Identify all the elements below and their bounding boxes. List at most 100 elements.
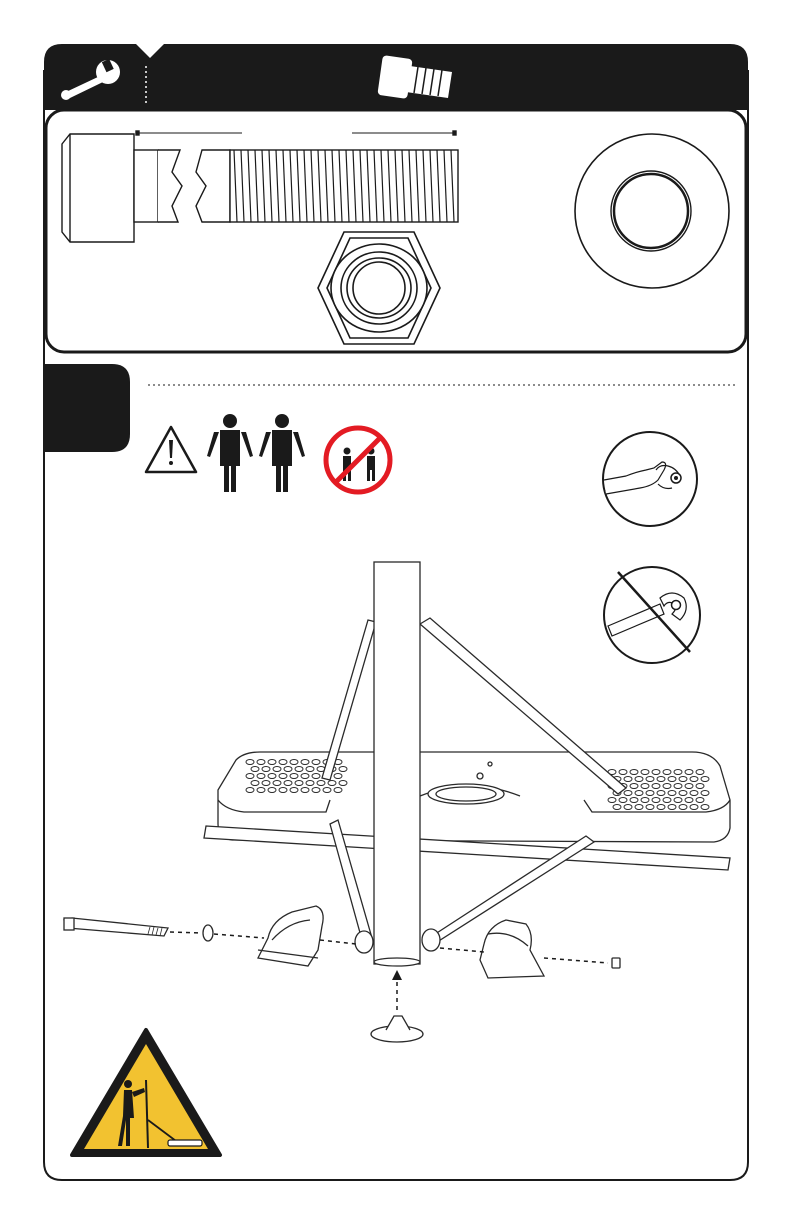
base-grip-dot bbox=[619, 770, 627, 775]
tip-over-hazard-icon bbox=[72, 1030, 220, 1155]
base-grip-dot bbox=[251, 781, 259, 786]
base-grip-dot bbox=[635, 791, 643, 796]
base-grip-dot bbox=[674, 784, 682, 789]
base-grip-dot bbox=[317, 781, 325, 786]
base-grip-dot bbox=[641, 784, 649, 789]
base-grip-dot bbox=[268, 760, 276, 765]
base-grip-dot bbox=[613, 805, 621, 810]
person-icon bbox=[207, 414, 253, 492]
base-grip-dot bbox=[290, 774, 298, 779]
base-grip-dot bbox=[624, 777, 632, 782]
base-grip-dot bbox=[646, 805, 654, 810]
base-grip-dot bbox=[668, 805, 676, 810]
person-icon bbox=[259, 414, 305, 492]
no-children-icon bbox=[326, 428, 390, 492]
base-grip-dot bbox=[696, 784, 704, 789]
base-grip-dot bbox=[696, 798, 704, 803]
base-grip-dot bbox=[268, 788, 276, 793]
base-grip-dot bbox=[663, 770, 671, 775]
base-grip-dot bbox=[246, 774, 254, 779]
base-grip-dot bbox=[334, 788, 342, 793]
base-grip-dot bbox=[690, 791, 698, 796]
base-grip-dot bbox=[279, 760, 287, 765]
base-grip-dot bbox=[273, 781, 281, 786]
base-grip-dot bbox=[268, 774, 276, 779]
base-grip-dot bbox=[641, 770, 649, 775]
base-grip-dot bbox=[701, 791, 709, 796]
no-wrench-icon bbox=[604, 567, 700, 663]
base-grip-dot bbox=[646, 791, 654, 796]
base-grip-dot bbox=[624, 791, 632, 796]
base-grip-dot bbox=[262, 781, 270, 786]
base-grip-dot bbox=[696, 770, 704, 775]
base-grip-dot bbox=[663, 784, 671, 789]
base-grip-dot bbox=[668, 791, 676, 796]
base-grip-dot bbox=[334, 774, 342, 779]
base-grip-dot bbox=[679, 791, 687, 796]
base-grip-dot bbox=[641, 798, 649, 803]
base-grip-dot bbox=[701, 777, 709, 782]
base-grip-dot bbox=[257, 760, 265, 765]
base-grip-dot bbox=[257, 788, 265, 793]
base-grip-dot bbox=[685, 784, 693, 789]
base-grip-dot bbox=[646, 777, 654, 782]
base-grip-dot bbox=[668, 777, 676, 782]
base-grip-dot bbox=[652, 770, 660, 775]
base-grip-dot bbox=[608, 798, 616, 803]
base-grip-dot bbox=[312, 774, 320, 779]
hand-tighten-icon bbox=[603, 432, 697, 526]
base-grip-dot bbox=[284, 781, 292, 786]
caution-triangle-icon bbox=[146, 427, 196, 472]
washer-illustration bbox=[575, 134, 729, 288]
base-grip-dot bbox=[690, 777, 698, 782]
base-grip-dot bbox=[685, 798, 693, 803]
base-grip-dot bbox=[273, 767, 281, 772]
base-grip-dot bbox=[679, 777, 687, 782]
base-grip-dot bbox=[251, 767, 259, 772]
base-grip-dot bbox=[679, 805, 687, 810]
base-grip-dot bbox=[328, 781, 336, 786]
step-tab bbox=[44, 364, 130, 452]
base-grip-dot bbox=[685, 770, 693, 775]
base-grip-dot bbox=[295, 767, 303, 772]
base-grip-dot bbox=[339, 781, 347, 786]
base-grip-dot bbox=[301, 774, 309, 779]
base-grip-dot bbox=[657, 791, 665, 796]
base-grip-dot bbox=[635, 777, 643, 782]
arrow-head bbox=[392, 970, 402, 980]
base-grip-dot bbox=[339, 767, 347, 772]
base-grip-dot bbox=[674, 770, 682, 775]
base-grip-dot bbox=[630, 784, 638, 789]
base-grip-dot bbox=[652, 784, 660, 789]
base-grip-dot bbox=[657, 777, 665, 782]
base-grip-dot bbox=[663, 798, 671, 803]
base-grip-dot bbox=[290, 760, 298, 765]
base-grip-dot bbox=[674, 798, 682, 803]
base-grip-dot bbox=[657, 805, 665, 810]
base-grip-dot bbox=[306, 781, 314, 786]
base-grip-dot bbox=[652, 798, 660, 803]
base-grip-dot bbox=[635, 805, 643, 810]
base-grip-dot bbox=[284, 767, 292, 772]
base-grip-dot bbox=[290, 788, 298, 793]
base-grip-dot bbox=[257, 774, 265, 779]
base-grip-dot bbox=[279, 774, 287, 779]
base-grip-dot bbox=[279, 788, 287, 793]
base-grip-dot bbox=[630, 798, 638, 803]
base-grip-dot bbox=[246, 760, 254, 765]
base-grip-dot bbox=[295, 781, 303, 786]
lock-nut-illustration bbox=[318, 232, 440, 344]
two-person-icon bbox=[207, 414, 305, 492]
base-grip-dot bbox=[312, 788, 320, 793]
base-grip-dot bbox=[262, 767, 270, 772]
base-grip-dot bbox=[246, 788, 254, 793]
base-grip-dot bbox=[301, 760, 309, 765]
base-grip-dot bbox=[301, 788, 309, 793]
base-grip-dot bbox=[701, 805, 709, 810]
base-grip-dot bbox=[312, 760, 320, 765]
base-grip-dot bbox=[306, 767, 314, 772]
base-grip-dot bbox=[323, 788, 331, 793]
base-grip-dot bbox=[630, 770, 638, 775]
base-grip-dot bbox=[690, 805, 698, 810]
